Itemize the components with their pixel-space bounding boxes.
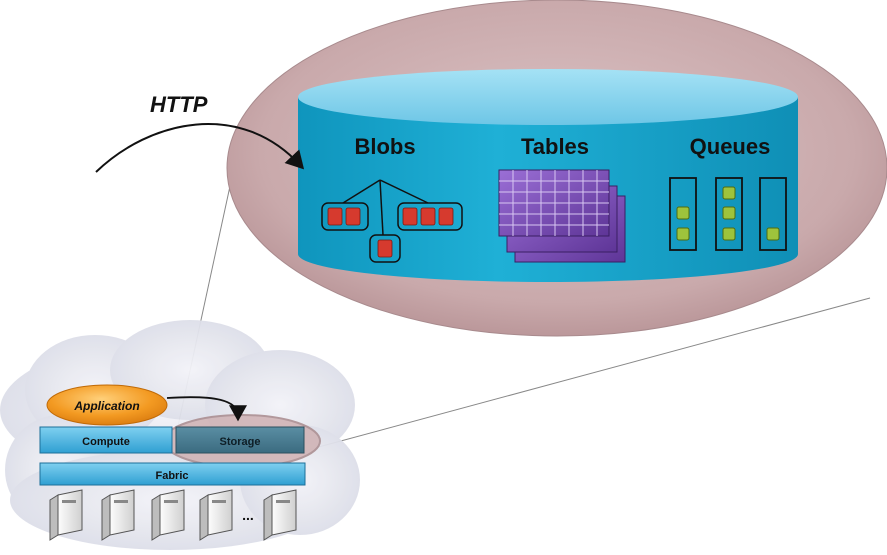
queue-lane bbox=[759, 177, 787, 251]
queue-message-icon bbox=[676, 186, 780, 241]
queue-lane bbox=[669, 177, 697, 251]
compute-layer bbox=[39, 426, 173, 454]
server-icon bbox=[263, 489, 297, 541]
queue-lane bbox=[715, 177, 743, 251]
blob-container bbox=[369, 234, 401, 263]
http-arrow bbox=[95, 123, 305, 173]
http-label: HTTP bbox=[150, 92, 208, 117]
servers bbox=[49, 489, 297, 541]
server-icon bbox=[199, 489, 233, 541]
app-to-storage-arrow bbox=[166, 396, 247, 422]
storage-label: Storage bbox=[220, 436, 261, 448]
blob-container bbox=[397, 202, 463, 231]
server-icon bbox=[49, 489, 83, 541]
application-ellipse bbox=[46, 384, 168, 426]
table-grid-icon bbox=[498, 169, 626, 263]
application-label: Application bbox=[73, 399, 139, 413]
storage-layer bbox=[175, 426, 305, 454]
server-icon bbox=[151, 489, 185, 541]
blobs-heading: Blobs bbox=[354, 134, 415, 159]
fabric-label: Fabric bbox=[155, 470, 188, 482]
queues-lanes bbox=[669, 177, 787, 251]
tables-heading: Tables bbox=[521, 134, 589, 159]
blob-container bbox=[321, 202, 369, 231]
server-icon bbox=[101, 489, 135, 541]
queues-heading: Queues bbox=[690, 134, 771, 159]
compute-label: Compute bbox=[82, 436, 130, 448]
fabric-layer bbox=[39, 462, 306, 486]
servers-ellipsis: ... bbox=[242, 507, 254, 523]
blobs-tree bbox=[321, 179, 463, 263]
blob-icon bbox=[327, 207, 454, 258]
